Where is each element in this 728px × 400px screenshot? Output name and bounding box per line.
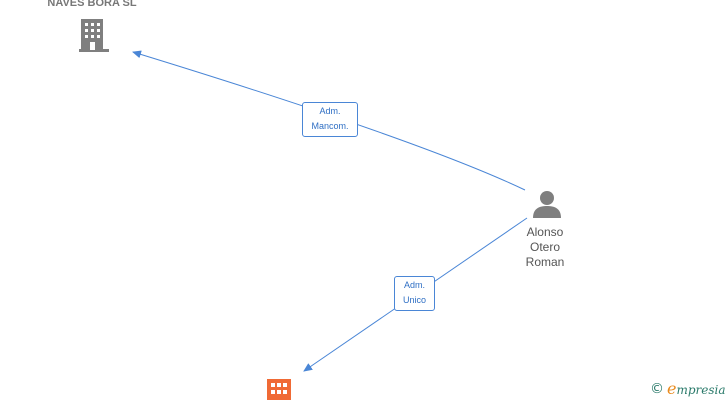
edge-adm-mancom <box>132 50 526 191</box>
edge-label-adm-mancom[interactable]: Adm. Mancom. <box>302 102 358 137</box>
person-name-line: Alonso <box>526 225 564 239</box>
edge-label-line: Unico <box>402 295 426 305</box>
edge-label-adm-unico[interactable]: Adm. Unico <box>394 276 435 311</box>
person-name-label[interactable]: Alonso Otero Roman <box>504 225 586 270</box>
person-icon[interactable] <box>532 189 562 219</box>
copyright-symbol: © <box>650 381 664 397</box>
empresia-logo[interactable]: © empresia <box>650 379 726 399</box>
edge-label-line: Adm. <box>319 106 341 116</box>
brand-initial: e <box>667 379 677 398</box>
company-name-label[interactable]: NAVES BORA SL <box>47 0 137 9</box>
person-name-line: Roman <box>525 255 565 269</box>
brand-wordmark: empresia <box>667 379 726 399</box>
edge-label-line: Adm. <box>403 280 425 290</box>
building-icon[interactable] <box>267 379 291 400</box>
person-name-line: Otero <box>529 240 560 254</box>
building-icon[interactable] <box>79 18 109 52</box>
brand-text: mpresia <box>676 383 726 397</box>
edge-label-line: Mancom. <box>311 121 349 131</box>
